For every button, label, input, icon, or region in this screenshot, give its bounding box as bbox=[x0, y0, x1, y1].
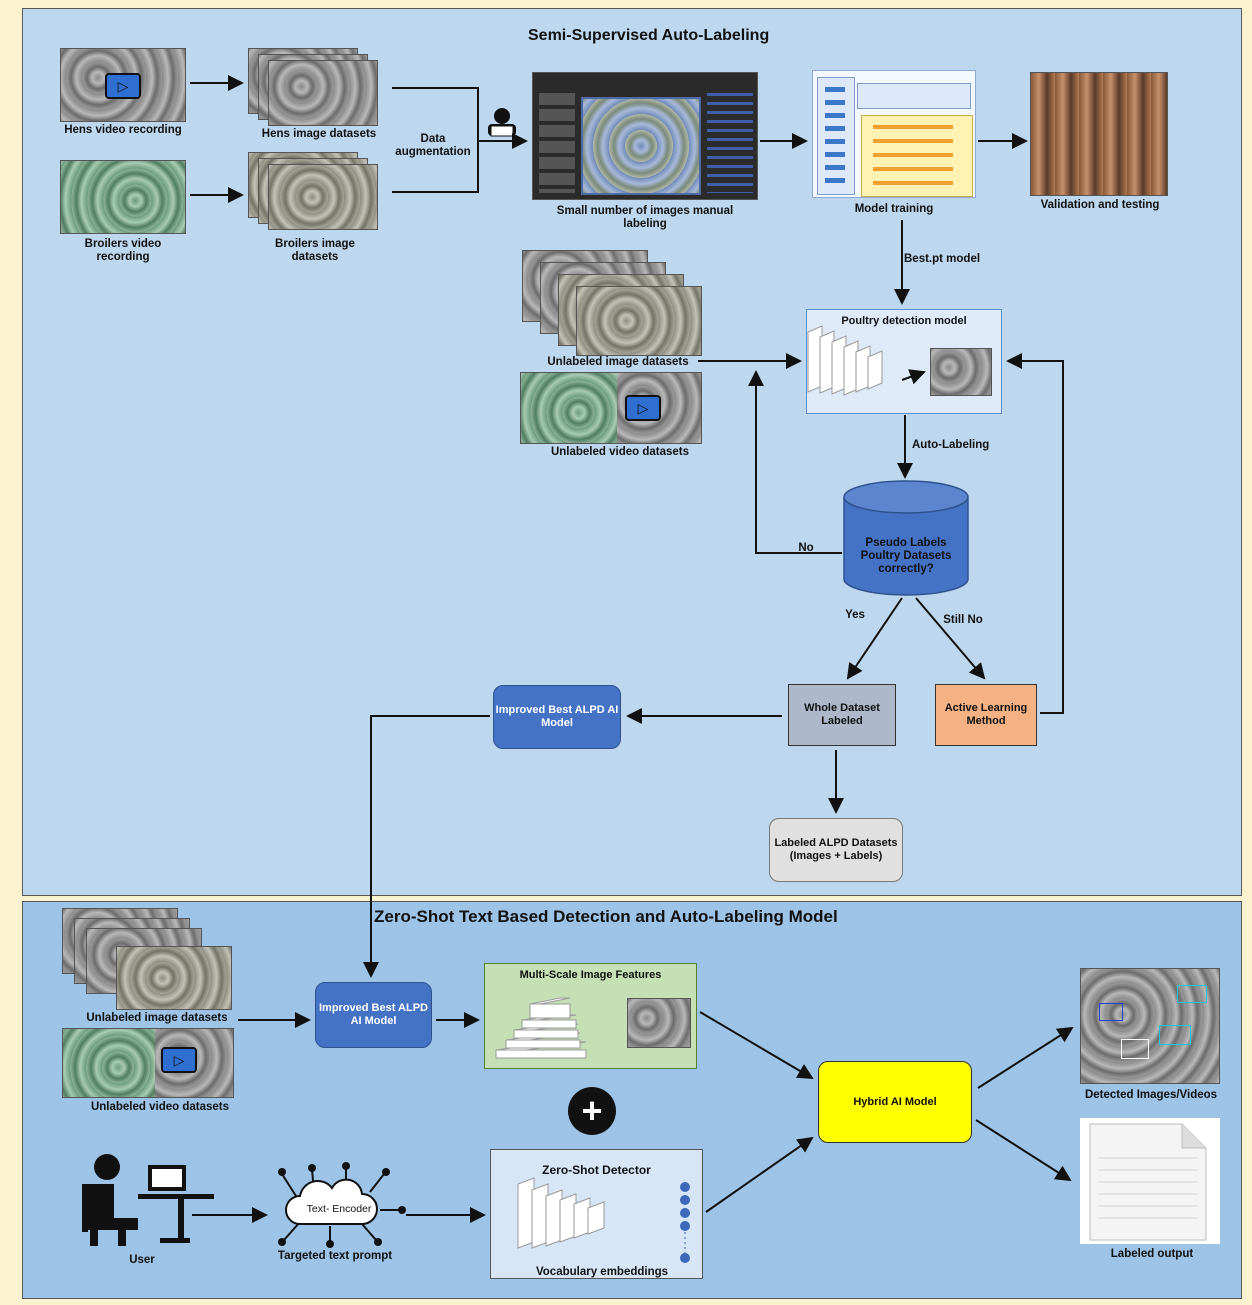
detected-label: Detected Images/Videos bbox=[1084, 1089, 1218, 1101]
validation-label: Validation and testing bbox=[1040, 199, 1160, 211]
whole-dataset-box: Whole Dataset Labeled bbox=[788, 684, 896, 746]
detection-output-thumbnail bbox=[930, 348, 992, 396]
zs-unlabeled-video-thumbnail: ▷ bbox=[62, 1028, 234, 1098]
unlabeled-videos-label: Unlabeled video datasets bbox=[550, 446, 690, 458]
broilers-video-label: Broilers video recording bbox=[84, 238, 162, 263]
unlabeled-image-stack-4 bbox=[576, 286, 702, 356]
active-learning-box: Active Learning Method bbox=[935, 684, 1037, 746]
zs-improved-model-box: Improved Best ALPD AI Model bbox=[315, 982, 432, 1048]
zs-improved-model-label: Improved Best ALPD AI Model bbox=[318, 1002, 428, 1027]
no-label: No bbox=[798, 542, 814, 554]
improved-model-box: Improved Best ALPD AI Model bbox=[493, 685, 621, 749]
broilers-images-label: Broilers image datasets bbox=[275, 238, 355, 263]
labeled-output-label: Labeled output bbox=[1110, 1248, 1194, 1260]
zs-unlabeled-images-label: Unlabeled image datasets bbox=[86, 1012, 228, 1024]
active-learning-label: Active Learning Method bbox=[944, 702, 1028, 727]
manual-labeling-label: Small number of images manual labeling bbox=[556, 205, 734, 230]
play-icon: ▷ bbox=[105, 73, 141, 99]
yes-label: Yes bbox=[845, 609, 865, 621]
best-model-label: Best.pt model bbox=[904, 253, 981, 265]
augmentation-label: Data augmentation bbox=[395, 133, 471, 158]
auto-labeling-label: Auto-Labeling bbox=[912, 439, 990, 451]
zero-shot-detector-title: Zero-Shot Detector bbox=[542, 1163, 651, 1177]
validation-grid-thumbnail bbox=[1030, 72, 1168, 196]
text-prompt-label: Targeted text prompt bbox=[277, 1250, 393, 1262]
model-training-label: Model training bbox=[854, 203, 934, 215]
hybrid-model-label: Hybrid AI Model bbox=[853, 1095, 937, 1108]
hens-video-thumbnail: ▷ bbox=[60, 48, 186, 122]
bottom-section-title: Zero-Shot Text Based Detection and Auto-… bbox=[374, 907, 838, 926]
labeled-datasets-label: Labeled ALPD Datasets (Images + Labels) bbox=[774, 837, 898, 862]
multi-scale-output-thumbnail bbox=[627, 998, 691, 1048]
play-icon: ▷ bbox=[625, 395, 661, 421]
user-label: User bbox=[129, 1254, 155, 1266]
zs-unlabeled-videos-label: Unlabeled video datasets bbox=[90, 1101, 230, 1113]
improved-model-label: Improved Best ALPD AI Model bbox=[495, 704, 619, 729]
unlabeled-video-thumbnail: ▷ bbox=[520, 372, 702, 444]
detected-output-thumbnail bbox=[1080, 968, 1220, 1084]
pseudo-labels-label: Pseudo Labels Poultry Datasets correctly… bbox=[860, 537, 952, 575]
multi-scale-features-title: Multi-Scale Image Features bbox=[519, 969, 662, 981]
plus-symbol: + bbox=[581, 1090, 603, 1131]
text-encoder-label: Text- Encoder bbox=[306, 1203, 372, 1215]
broilers-image-stack-front bbox=[268, 164, 378, 230]
vocab-embeddings-label: Vocabulary embeddings bbox=[535, 1266, 669, 1278]
labeled-datasets-box: Labeled ALPD Datasets (Images + Labels) bbox=[769, 818, 903, 882]
model-training-diagram bbox=[812, 70, 976, 198]
hybrid-model-box: Hybrid AI Model bbox=[818, 1061, 972, 1143]
plus-icon: + bbox=[568, 1087, 616, 1135]
still-no-label: Still No bbox=[943, 614, 983, 626]
whole-dataset-label: Whole Dataset Labeled bbox=[804, 702, 880, 727]
labeling-tool-screenshot bbox=[532, 72, 758, 200]
play-icon: ▷ bbox=[161, 1047, 197, 1073]
top-section-title: Semi-Supervised Auto-Labeling bbox=[528, 27, 770, 44]
zs-image-stack-4 bbox=[116, 946, 232, 1010]
poultry-detection-model-title: Poultry detection model bbox=[841, 315, 967, 327]
broilers-video-thumbnail bbox=[60, 160, 186, 234]
hens-video-label: Hens video recording bbox=[64, 124, 182, 136]
hens-images-label: Hens image datasets bbox=[261, 128, 377, 140]
hens-image-stack-front bbox=[268, 60, 378, 126]
unlabeled-images-label: Unlabeled image datasets bbox=[547, 356, 689, 368]
